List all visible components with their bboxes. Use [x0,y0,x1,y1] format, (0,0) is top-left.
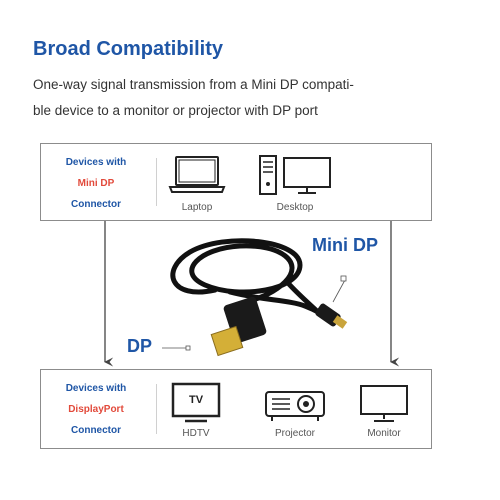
desktop-icon [259,155,331,195]
dp-label: DP [127,336,153,356]
description: One-way signal transmission from a Mini … [33,72,463,124]
device-label-monitor: Monitor [367,428,401,439]
device-label-desktop: Desktop [276,202,314,213]
label-line-3: Connector [71,425,121,436]
description-line-1: One-way signal transmission from a Mini … [33,77,354,92]
source-devices-label: Devices with Mini DP Connector [41,152,151,215]
display-devices-label: Devices with DisplayPort Connector [41,378,151,441]
mini-dp-leader-dot [340,275,347,282]
tv-icon [171,382,221,423]
box-divider [156,158,157,206]
label-accent: Mini DP [77,178,115,189]
display-devices-box: Devices with DisplayPort Connector TV HD… [40,369,432,449]
heading: Broad Compatibility [33,38,224,60]
label-accent: DisplayPort [68,404,124,415]
laptop-icon [168,156,226,193]
projector-icon [265,391,325,421]
description-line-2: ble device to a monitor or projector wit… [33,103,318,118]
device-label-projector: Projector [274,428,315,439]
tv-icon-text: TV [188,394,204,406]
mini-dp-label: Mini DP [312,235,378,255]
dp-connector-icon [210,296,267,357]
label-line-1: Devices with [65,383,127,394]
dp-leader-dot [185,345,191,351]
device-label-hdtv: HDTV [182,428,210,439]
mini-dp-connector-icon [315,303,348,329]
mini-dp-leader-line [332,279,346,303]
device-label-laptop: Laptop [181,202,213,213]
label-line-3: Connector [71,199,121,210]
monitor-icon [360,385,408,422]
box-divider [156,384,157,434]
label-line-1: Devices with [65,157,127,168]
source-devices-box: Devices with Mini DP Connector Laptop De… [40,143,432,221]
